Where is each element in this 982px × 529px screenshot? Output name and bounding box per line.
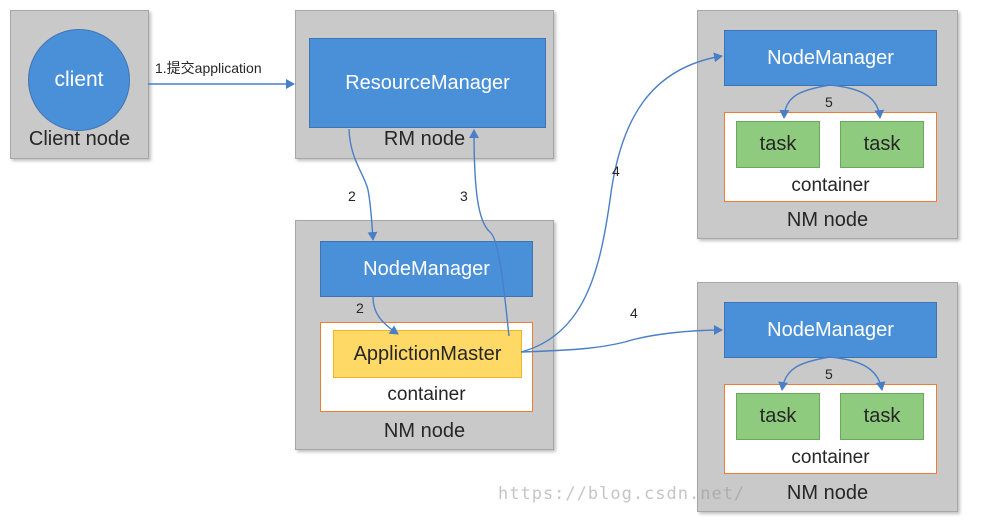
node-manager-box-main: NodeManager [320,241,533,297]
nm-node-bottom-label: NM node [786,482,869,504]
step-label-5a: 5 [825,94,833,110]
step-label-4a: 4 [612,163,620,179]
task-box-top-1: task [736,121,820,168]
container-bottom-label: container [791,447,870,468]
step-label-4b: 4 [630,305,638,321]
nm-node-bottom: NodeManager task task container NM node [697,282,958,512]
container-bottom: task task container [724,384,937,474]
nm-node-top-label: NM node [786,209,869,231]
task-box-bottom-1: task [736,393,820,440]
step-label-5b: 5 [825,366,833,382]
container-top: task task container [724,112,937,202]
nm-node-main: NodeManager ApplictionMaster container N… [295,220,554,450]
application-master-box: ApplictionMaster [333,330,522,378]
client-node: client Client node [10,10,149,159]
step-label-2b: 2 [356,300,364,316]
resource-manager-box: ResourceManager [309,38,546,128]
task-box-bottom-2: task [840,393,924,440]
step-label-3: 3 [460,188,468,204]
client-circle: client [28,29,130,131]
nm-node-main-label: NM node [383,420,466,442]
client-node-label: Client node [28,128,131,150]
rm-node-label: RM node [383,128,466,150]
nm-node-top: NodeManager task task container NM node [697,10,958,239]
watermark-text: https://blog.csdn.net/ [498,484,746,504]
step-label-2a: 2 [348,188,356,204]
container-main-label: container [387,384,466,405]
node-manager-box-bottom: NodeManager [724,302,937,358]
task-box-top-2: task [840,121,924,168]
container-top-label: container [791,175,870,196]
container-main: ApplictionMaster container [320,322,533,412]
rm-node: ResourceManager RM node [295,10,554,159]
step-label-1: 1.提交application [155,60,262,76]
node-manager-box-top: NodeManager [724,30,937,86]
